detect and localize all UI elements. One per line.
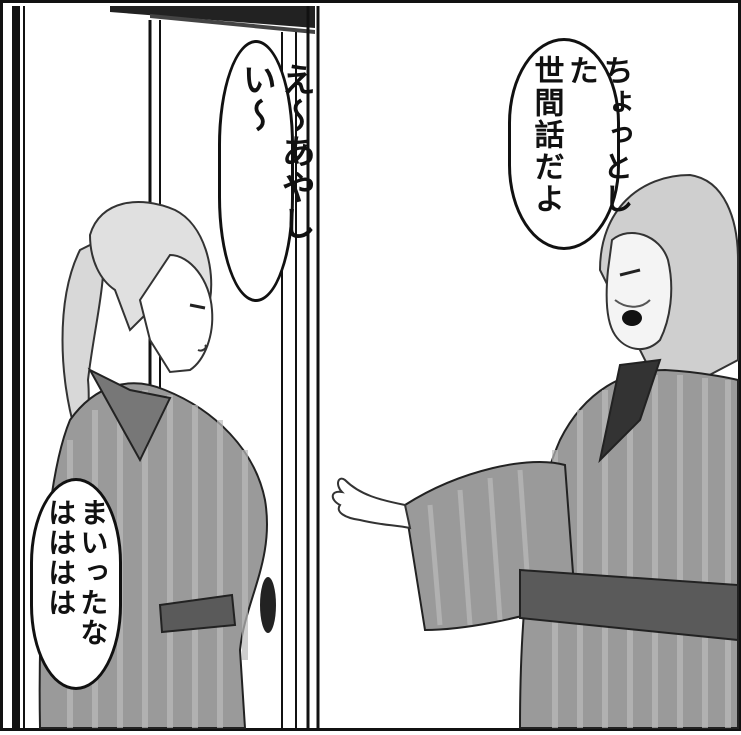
man-obi bbox=[519, 568, 739, 642]
door-handle bbox=[260, 577, 276, 633]
bubble-text-top-right-line-2: 世間話だよ bbox=[528, 55, 564, 215]
speech-bubble-top-right bbox=[508, 38, 620, 250]
bubble-text-bottom-left: まいったな はははは bbox=[44, 498, 110, 673]
man-face bbox=[605, 231, 673, 350]
bubble-text-top-right: ちょっとした 世間話だよ bbox=[528, 55, 633, 235]
man-mouth bbox=[622, 310, 642, 326]
ceiling-beam bbox=[110, 6, 315, 28]
bubble-text-bottom-left-line-1: まいったな bbox=[76, 498, 110, 648]
man-hand bbox=[331, 477, 412, 530]
ceiling-trim bbox=[150, 14, 315, 34]
woman-obi bbox=[158, 593, 237, 634]
speech-bubble-bottom-left bbox=[30, 478, 122, 690]
woman-face bbox=[138, 253, 214, 374]
speech-bubble-top-left bbox=[218, 40, 294, 302]
bubble-text-top-right-line-1: ちょっとした bbox=[563, 55, 633, 215]
bubble-text-bottom-left-line-2: はははは bbox=[44, 498, 78, 618]
bubble-text-top-left: え〜あやしい〜 bbox=[236, 62, 316, 242]
left-pillar bbox=[12, 6, 20, 728]
